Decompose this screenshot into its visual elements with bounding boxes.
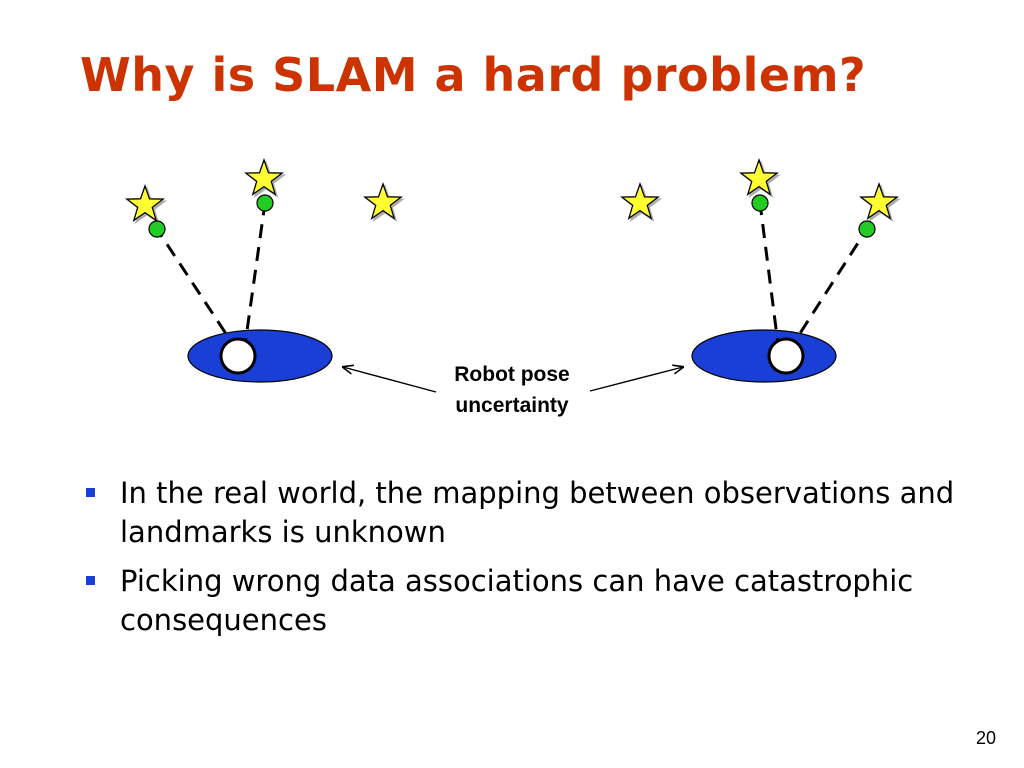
pose-uncertainty-caption: Robot pose uncertainty — [412, 359, 612, 421]
observation-dot-icon — [256, 194, 274, 212]
landmark-star-icon — [245, 159, 283, 196]
caption-line-2: uncertainty — [455, 394, 569, 417]
bullet-list: In the real world, the mapping between o… — [80, 474, 960, 650]
page-number: 20 — [975, 728, 996, 748]
observation-dot-icon — [751, 194, 769, 212]
pose-uncertainty-ellipse-left — [187, 329, 333, 383]
robot-circle-icon — [219, 337, 257, 375]
landmark-star-icon — [621, 183, 659, 220]
landmark-star-icon — [740, 159, 778, 196]
caption-arrow-left — [343, 367, 437, 393]
observation-ray-right-2 — [786, 228, 869, 353]
observation-dot-icon — [858, 220, 876, 238]
bullet-text: In the real world, the mapping between o… — [120, 476, 955, 549]
observation-ray-right-1 — [758, 202, 781, 353]
caption-line-1: Robot pose — [454, 363, 570, 386]
observation-dot-icon — [148, 220, 166, 238]
pose-uncertainty-ellipse-right — [691, 329, 837, 383]
robot-circle-icon — [767, 337, 805, 375]
caption-arrow-right — [589, 367, 683, 392]
landmark-star-icon — [364, 183, 402, 220]
bullet-square-icon — [86, 488, 95, 497]
bullet-item: In the real world, the mapping between o… — [80, 474, 960, 552]
landmark-star-icon — [860, 183, 898, 220]
bullet-text: Picking wrong data associations can have… — [120, 564, 914, 637]
bullet-item: Picking wrong data associations can have… — [80, 562, 960, 640]
landmark-star-icon — [126, 185, 164, 222]
bullet-square-icon — [86, 576, 95, 585]
slide-title: Why is SLAM a hard problem? — [80, 48, 867, 102]
observation-ray-left-2 — [242, 202, 267, 353]
observation-ray-left-1 — [155, 228, 240, 353]
